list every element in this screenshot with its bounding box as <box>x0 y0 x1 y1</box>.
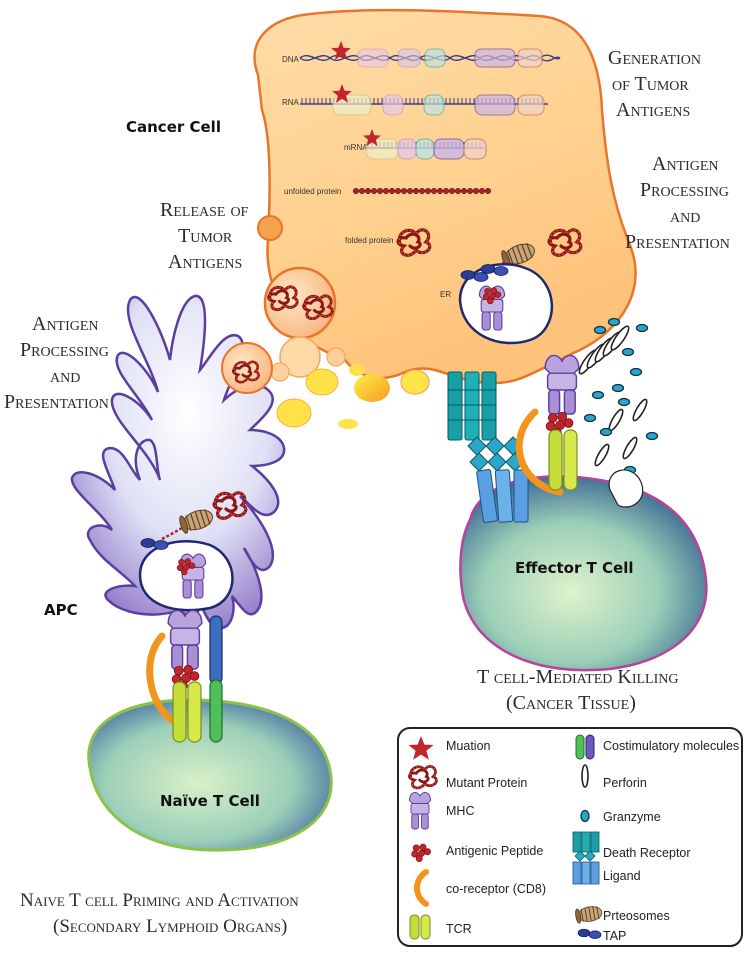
caption-processing-right-line3: and <box>670 205 700 227</box>
legend-ligand-icon <box>572 861 600 885</box>
caption-processing-left-line1: Antigen <box>32 313 99 335</box>
caption-priming-line2: (Secondary Lymphoid Organs) <box>53 916 287 937</box>
legend-label-mutant-protein: Mutant Protein <box>446 776 527 790</box>
ligand-icon <box>476 469 529 523</box>
rna-strand: RNA <box>282 84 548 116</box>
mhc-icon <box>167 609 203 670</box>
legend-label-antigenic-peptide: Antigenic Peptide <box>446 844 543 858</box>
folded-protein-label: folded protein <box>345 236 393 245</box>
effector-t-cell: Effector T Cell <box>459 475 708 672</box>
apc-cell: APC <box>44 294 286 630</box>
naive-t-cell-label: Naïve T Cell <box>160 792 260 810</box>
tcr-icon <box>172 681 187 743</box>
caption-release-line3: Antigens <box>168 251 242 273</box>
mutation-star-icon <box>332 84 352 103</box>
legend-label-tcr: TCR <box>446 922 472 936</box>
legend-death-receptor-icon <box>572 831 600 862</box>
caption-killing-line2: (Cancer Tissue) <box>506 692 636 714</box>
legend-tcr-icon <box>409 914 431 940</box>
caption-processing-left: Antigen Processing and Presentation <box>4 313 109 413</box>
caption-generation-line2: of Tumor <box>612 73 689 95</box>
legend-label-mhc: MHC <box>446 804 474 818</box>
legend-co-receptor-icon <box>414 869 429 907</box>
caption-processing-right-line1: Antigen <box>652 153 719 175</box>
caption-release-line2: Tumor <box>178 225 233 247</box>
cancer-antigen-processing: ER <box>440 228 583 345</box>
naive-t-cell: Naïve T Cell <box>87 698 333 852</box>
legend-label-proteasomes: Prteosomes <box>603 909 670 923</box>
mrna-strand: mRNA <box>344 129 487 160</box>
caption-release: Release of Tumor Antigens <box>160 199 249 273</box>
legend-label-death-receptor: Death Receptor <box>603 846 691 860</box>
folded-protein: folded protein <box>345 228 432 257</box>
cancer-effector-synapse <box>515 354 580 496</box>
caption-processing-right-line4: Presentation <box>625 231 730 253</box>
mhc-icon <box>544 354 580 415</box>
legend-perforin-icon <box>581 764 589 788</box>
death-receptor-icon <box>447 371 497 441</box>
cancer-cell-label: Cancer Cell <box>126 118 221 136</box>
rna-label: RNA <box>282 98 300 107</box>
mutation-star-icon <box>331 41 351 60</box>
apc-label: APC <box>44 601 78 619</box>
released-vesicles <box>257 215 430 429</box>
dna-label: DNA <box>282 55 300 64</box>
death-receptor-ligand <box>447 371 529 523</box>
caption-processing-right-line2: Processing <box>640 179 729 201</box>
caption-processing-right: Antigen Processing and Presentation <box>625 153 730 253</box>
legend-label-ligand: Ligand <box>603 869 641 883</box>
caption-generation-line1: Generation <box>608 47 701 69</box>
legend-label-mutation: Muation <box>446 739 491 753</box>
caption-killing: T cell-Mediated Killing (Cancer Tissue) <box>477 666 678 714</box>
legend: Muation Mutant Protein MHC Antigenic Pep… <box>397 727 743 947</box>
caption-processing-left-line3: and <box>50 365 80 387</box>
perforin-icon <box>578 325 648 467</box>
co-receptor-icon <box>146 632 176 724</box>
caption-generation: Generation of Tumor Antigens <box>608 47 701 121</box>
legend-label-perforin: Perforin <box>603 776 647 790</box>
co-receptor-icon <box>515 408 564 496</box>
costimulatory-icon <box>209 615 223 685</box>
legend-mutation-icon <box>408 736 434 760</box>
caption-killing-line1: T cell-Mediated Killing <box>477 666 678 688</box>
mutation-star-icon <box>363 129 381 147</box>
legend-label-granzyme: Granzyme <box>603 810 661 824</box>
legend-label-co-receptor: co-receptor (CD8) <box>446 882 546 896</box>
caption-release-line1: Release of <box>160 199 249 221</box>
legend-label-tap: TAP <box>603 929 626 943</box>
caption-processing-left-line4: Presentation <box>4 391 109 413</box>
dna-strand: DNA <box>282 41 561 68</box>
tcr-icon <box>548 429 563 491</box>
effector-t-cell-label: Effector T Cell <box>515 559 633 577</box>
mrna-label: mRNA <box>344 143 368 152</box>
legend-granzyme-icon <box>580 809 590 823</box>
legend-costimulatory-icon <box>575 734 595 760</box>
caption-priming: Naive T cell Priming and Activation (Sec… <box>20 890 299 937</box>
unfolded-protein: unfolded protein <box>284 187 492 196</box>
apc-tcell-synapse <box>146 609 223 743</box>
unfolded-protein-label: unfolded protein <box>284 187 341 196</box>
caption-generation-line3: Antigens <box>616 99 690 121</box>
perforin-granzyme-release <box>578 317 659 508</box>
er-label: ER <box>440 290 451 299</box>
caption-processing-left-line2: Processing <box>20 339 109 361</box>
caption-priming-line1: Naive T cell Priming and Activation <box>20 890 299 911</box>
legend-label-costimulatory: Costimulatory molecules <box>603 739 739 753</box>
